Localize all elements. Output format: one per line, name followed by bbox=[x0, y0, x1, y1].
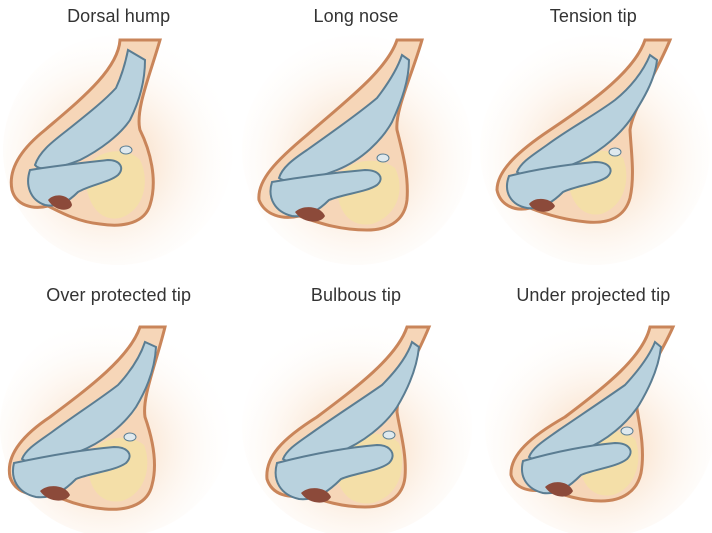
nose-illustration-long-nose bbox=[237, 0, 474, 266]
panel-dorsal-hump: Dorsal hump bbox=[0, 0, 237, 267]
nose-illustration-tension-tip bbox=[475, 0, 712, 266]
sesamoid-cartilage bbox=[621, 427, 633, 435]
panel-tension-tip: Tension tip bbox=[475, 0, 712, 267]
panel-long-nose: Long nose bbox=[237, 0, 474, 267]
panel-under-projected-tip: Under projected tip bbox=[475, 267, 712, 533]
nose-illustration-bulbous-tip bbox=[237, 267, 474, 533]
sesamoid-cartilage bbox=[124, 433, 136, 441]
panel-bulbous-tip: Bulbous tip bbox=[237, 267, 474, 533]
nose-illustration-under-projected-tip bbox=[475, 267, 712, 533]
sesamoid-cartilage bbox=[609, 148, 621, 156]
sesamoid-cartilage bbox=[377, 154, 389, 162]
sesamoid-cartilage bbox=[383, 431, 395, 439]
nose-illustration-dorsal-hump bbox=[0, 0, 237, 266]
panel-over-projected-tip: Over protected tip bbox=[0, 267, 237, 533]
sesamoid-cartilage bbox=[120, 146, 132, 154]
nose-illustration-over-projected-tip bbox=[0, 267, 237, 533]
